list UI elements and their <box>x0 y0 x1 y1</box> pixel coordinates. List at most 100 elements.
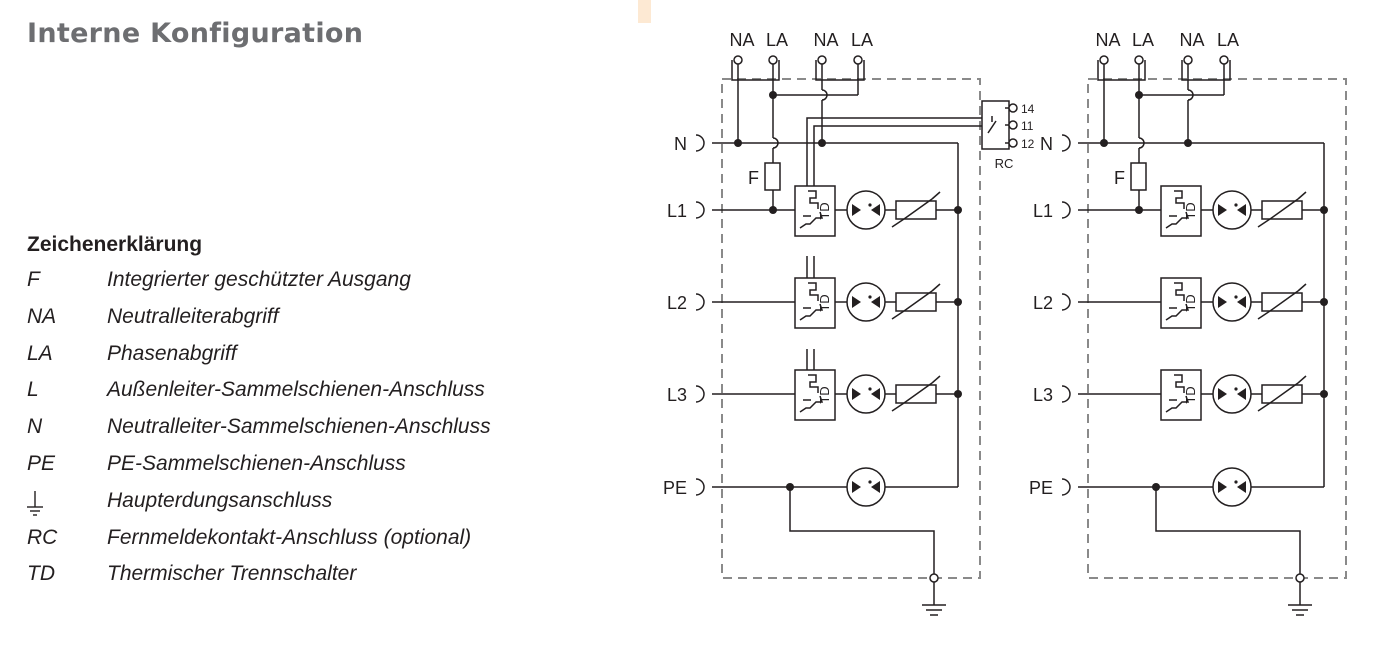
gdt-dot <box>868 387 872 391</box>
connector-n-label: N <box>674 134 687 154</box>
rc-pin <box>1008 120 1018 130</box>
legend-desc: Neutralleiter-Sammelschienen-Anschluss <box>107 415 491 439</box>
gdt-arrow-right <box>1237 204 1246 216</box>
earth-icon <box>27 490 43 516</box>
gdt-arrow-left <box>1218 204 1227 216</box>
rc-switch <box>987 116 997 134</box>
varistor-l2 <box>891 283 941 320</box>
terminal-label-na: NA <box>729 30 754 50</box>
legend-item-n: N Neutralleiter-Sammelschienen-Anschluss <box>27 415 587 452</box>
gdt-arrow-right <box>1237 388 1246 400</box>
rc-contact-box <box>981 100 1010 150</box>
junction <box>954 206 962 214</box>
td-bimetal <box>808 374 819 393</box>
gas-discharge-tube-l1 <box>846 190 886 230</box>
legend-item-na: NA Neutralleiterabgriff <box>27 305 587 342</box>
gdt-arrow-right <box>871 204 880 216</box>
gdt-arrow-left <box>1218 481 1227 493</box>
connector-l2-socket <box>695 293 705 311</box>
terminal-bracket-right <box>1181 60 1231 81</box>
connector-l3-socket <box>695 385 705 403</box>
terminal-label-la: LA <box>766 30 788 50</box>
junction <box>954 390 962 398</box>
terminal-ring <box>817 55 827 65</box>
gdt-arrow-right <box>871 388 880 400</box>
gas-discharge-tube-l2 <box>1212 282 1252 322</box>
terminal-ring <box>733 55 743 65</box>
td-label: TD <box>1183 202 1198 219</box>
legend-desc: Phasenabgriff <box>107 341 237 365</box>
enclosure-outline <box>1087 78 1347 579</box>
earth-icon <box>1288 582 1312 616</box>
terminal-ring <box>1219 55 1229 65</box>
td-label: TD <box>1183 386 1198 403</box>
varistor-slash-tip <box>931 283 941 292</box>
accent-bar <box>638 0 651 23</box>
varistor-slash-tip <box>1297 283 1307 292</box>
junction <box>769 206 777 214</box>
varistor-l1 <box>891 191 941 228</box>
varistor-l1 <box>1257 191 1307 228</box>
varistor-slash <box>1269 382 1299 404</box>
varistor-slash-tip <box>1297 191 1307 200</box>
legend-list: F Integrierter geschützter Ausgang NA Ne… <box>27 268 587 599</box>
junction <box>1135 206 1143 214</box>
legend-heading: Zeichenerklärung <box>27 233 203 256</box>
td-bimetal <box>1174 190 1185 209</box>
fuse-label: F <box>748 168 759 188</box>
connector-pe-socket <box>695 478 705 496</box>
enclosure-outline <box>721 78 981 579</box>
rc-loop-inner <box>813 125 982 186</box>
legend-desc: Neutralleiterabgriff <box>107 304 279 328</box>
connector-l1-label: L1 <box>1033 201 1053 221</box>
td-bimetal <box>1174 374 1185 393</box>
gdt-arrow-right <box>871 296 880 308</box>
thermal-disconnector-l1: TD <box>1160 185 1202 237</box>
gas-discharge-tube-pe <box>846 467 886 507</box>
gdt-arrow-right <box>1237 296 1246 308</box>
pe-ground-wire <box>1155 487 1301 575</box>
legend-desc: Thermischer Trennschalter <box>107 562 357 586</box>
legend-abbr: NA <box>27 304 57 328</box>
td-switch <box>799 303 824 321</box>
terminal-bracket-right <box>815 60 865 81</box>
legend-abbr: N <box>27 415 43 439</box>
varistor-slash-tip <box>931 191 941 200</box>
connector-l3-socket <box>1061 385 1071 403</box>
thermal-disconnector-l3: TD <box>1160 369 1202 421</box>
legend-abbr: PE <box>27 451 56 475</box>
gdt-dot <box>868 203 872 207</box>
legend-desc: Fernmeldekontakt-Anschluss (optional) <box>107 525 472 549</box>
varistor-slash <box>903 290 933 312</box>
varistor-l3 <box>1257 375 1307 412</box>
junction <box>1184 139 1192 147</box>
varistor-slash <box>1269 290 1299 312</box>
gdt-arrow-left <box>1218 388 1227 400</box>
legend-desc: Integrierter geschützter Ausgang <box>107 268 411 291</box>
td-bimetal <box>808 190 819 209</box>
td-switch <box>1165 211 1190 229</box>
terminal-label-na: NA <box>813 30 838 50</box>
fuse-body <box>1130 162 1147 191</box>
junction <box>954 298 962 306</box>
gdt-dot <box>1234 387 1238 391</box>
connector-l1-socket <box>1061 201 1071 219</box>
rc-pin-label-12: 12 <box>1021 137 1035 151</box>
pe-ground-wire <box>789 487 935 575</box>
gas-discharge-tube-pe <box>1212 467 1252 507</box>
gas-discharge-tube-l1 <box>1212 190 1252 230</box>
terminal-ring <box>1134 55 1144 65</box>
terminal-ring <box>1099 55 1109 65</box>
terminal-ring <box>853 55 863 65</box>
thermal-disconnector-l1: TD <box>794 185 836 237</box>
connector-pe-label: PE <box>663 478 687 498</box>
terminal-ring <box>768 55 778 65</box>
legend-item-f: F Integrierter geschützter Ausgang <box>27 268 587 305</box>
varistor-foot <box>1257 310 1271 320</box>
legend-item-la: LA Phasenabgriff <box>27 342 587 379</box>
junction <box>734 139 742 147</box>
connector-n-socket <box>1061 134 1071 152</box>
legend-abbr: RC <box>27 525 58 549</box>
